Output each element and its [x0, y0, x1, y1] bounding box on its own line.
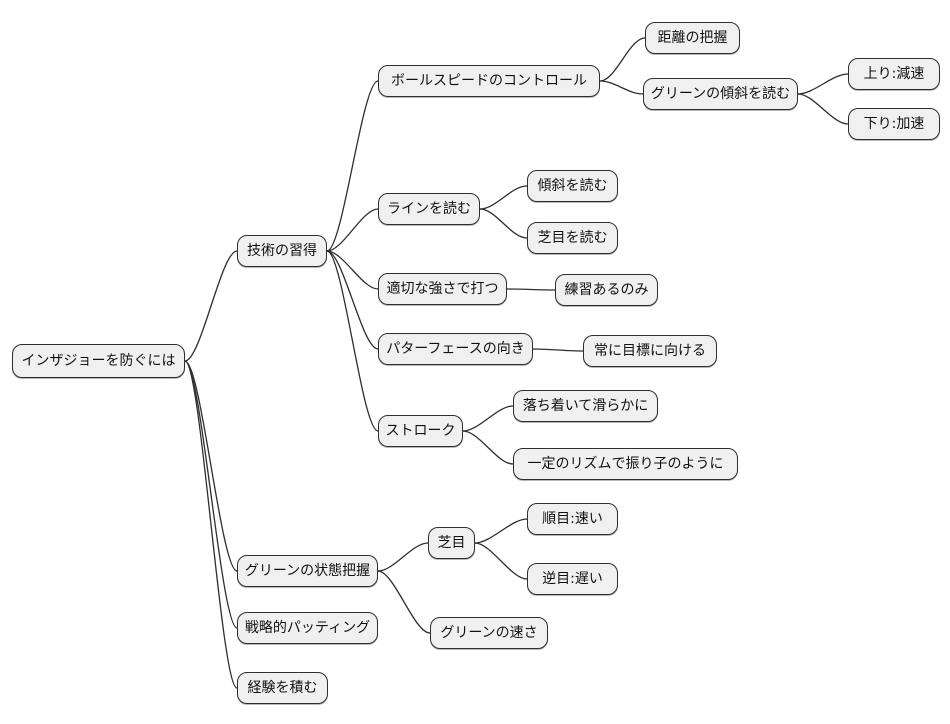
- edge-root-experience: [184, 360, 238, 689]
- mindmap-node-skill[interactable]: 技術の習得: [237, 235, 327, 267]
- mindmap-node-rhythm[interactable]: 一定のリズムで振り子のように: [513, 448, 738, 480]
- edge-putter-face-aim-target: [532, 348, 584, 352]
- mindmap-node-aim-target[interactable]: 常に目標に向ける: [583, 335, 717, 367]
- edge-stroke-calm-smooth: [462, 405, 514, 432]
- edge-root-skill: [184, 250, 238, 362]
- edge-ball-speed-green-slope: [599, 80, 644, 95]
- mindmap-node-calm-smooth[interactable]: 落ち着いて滑らかに: [513, 390, 658, 422]
- mindmap-node-stroke[interactable]: ストローク: [378, 415, 463, 447]
- mindmap-node-read-line[interactable]: ラインを読む: [378, 193, 480, 225]
- edge-read-line-read-grain: [479, 208, 528, 239]
- mindmap-node-against-grain[interactable]: 逆目:遅い: [527, 563, 618, 595]
- edge-skill-read-line: [326, 208, 379, 252]
- edge-proper-strength-practice: [506, 288, 556, 291]
- mindmap-node-putter-face[interactable]: パターフェースの向き: [378, 333, 533, 365]
- mindmap-node-proper-strength[interactable]: 適切な強さで打つ: [378, 273, 507, 305]
- edge-skill-proper-strength: [326, 250, 379, 290]
- mindmap-node-downhill[interactable]: 下り:加速: [848, 108, 940, 140]
- mindmap-node-green-state[interactable]: グリーンの状態把握: [237, 555, 378, 587]
- edge-grain-against-grain: [474, 542, 528, 580]
- edge-root-strategy: [184, 360, 238, 629]
- edge-root-green-state: [184, 360, 238, 572]
- mindmap-node-experience[interactable]: 経験を積む: [237, 672, 328, 704]
- edge-green-slope-uphill: [797, 73, 849, 95]
- mindmap-node-read-grain[interactable]: 芝目を読む: [527, 222, 618, 254]
- mindmap-node-with-grain[interactable]: 順目:速い: [527, 503, 618, 535]
- mindmap-node-green-slope[interactable]: グリーンの傾斜を読む: [643, 78, 798, 110]
- mindmap-node-green-speed[interactable]: グリーンの速さ: [430, 617, 548, 649]
- edge-read-line-read-slope: [479, 185, 528, 210]
- mindmap-node-grain[interactable]: 芝目: [428, 527, 475, 559]
- mindmap-node-uphill[interactable]: 上り:減速: [848, 58, 940, 90]
- edge-ball-speed-distance: [599, 37, 646, 82]
- edge-skill-stroke: [326, 250, 379, 432]
- edge-grain-with-grain: [474, 518, 528, 544]
- mindmap-node-distance[interactable]: 距離の把握: [645, 22, 740, 54]
- edge-green-state-grain: [377, 542, 429, 572]
- edge-stroke-rhythm: [462, 430, 514, 465]
- edge-green-slope-downhill: [797, 93, 849, 125]
- mindmap-node-ball-speed[interactable]: ボールスピードのコントロール: [378, 65, 600, 97]
- mindmap-node-root[interactable]: インザジョーを防ぐには: [12, 344, 185, 378]
- edge-skill-putter-face: [326, 250, 379, 350]
- edge-green-state-green-speed: [377, 570, 431, 634]
- mindmap-node-strategy[interactable]: 戦略的パッティング: [237, 612, 378, 644]
- edge-skill-ball-speed: [326, 80, 379, 252]
- mindmap-node-practice[interactable]: 練習あるのみ: [555, 274, 658, 306]
- mindmap-node-read-slope[interactable]: 傾斜を読む: [527, 170, 618, 202]
